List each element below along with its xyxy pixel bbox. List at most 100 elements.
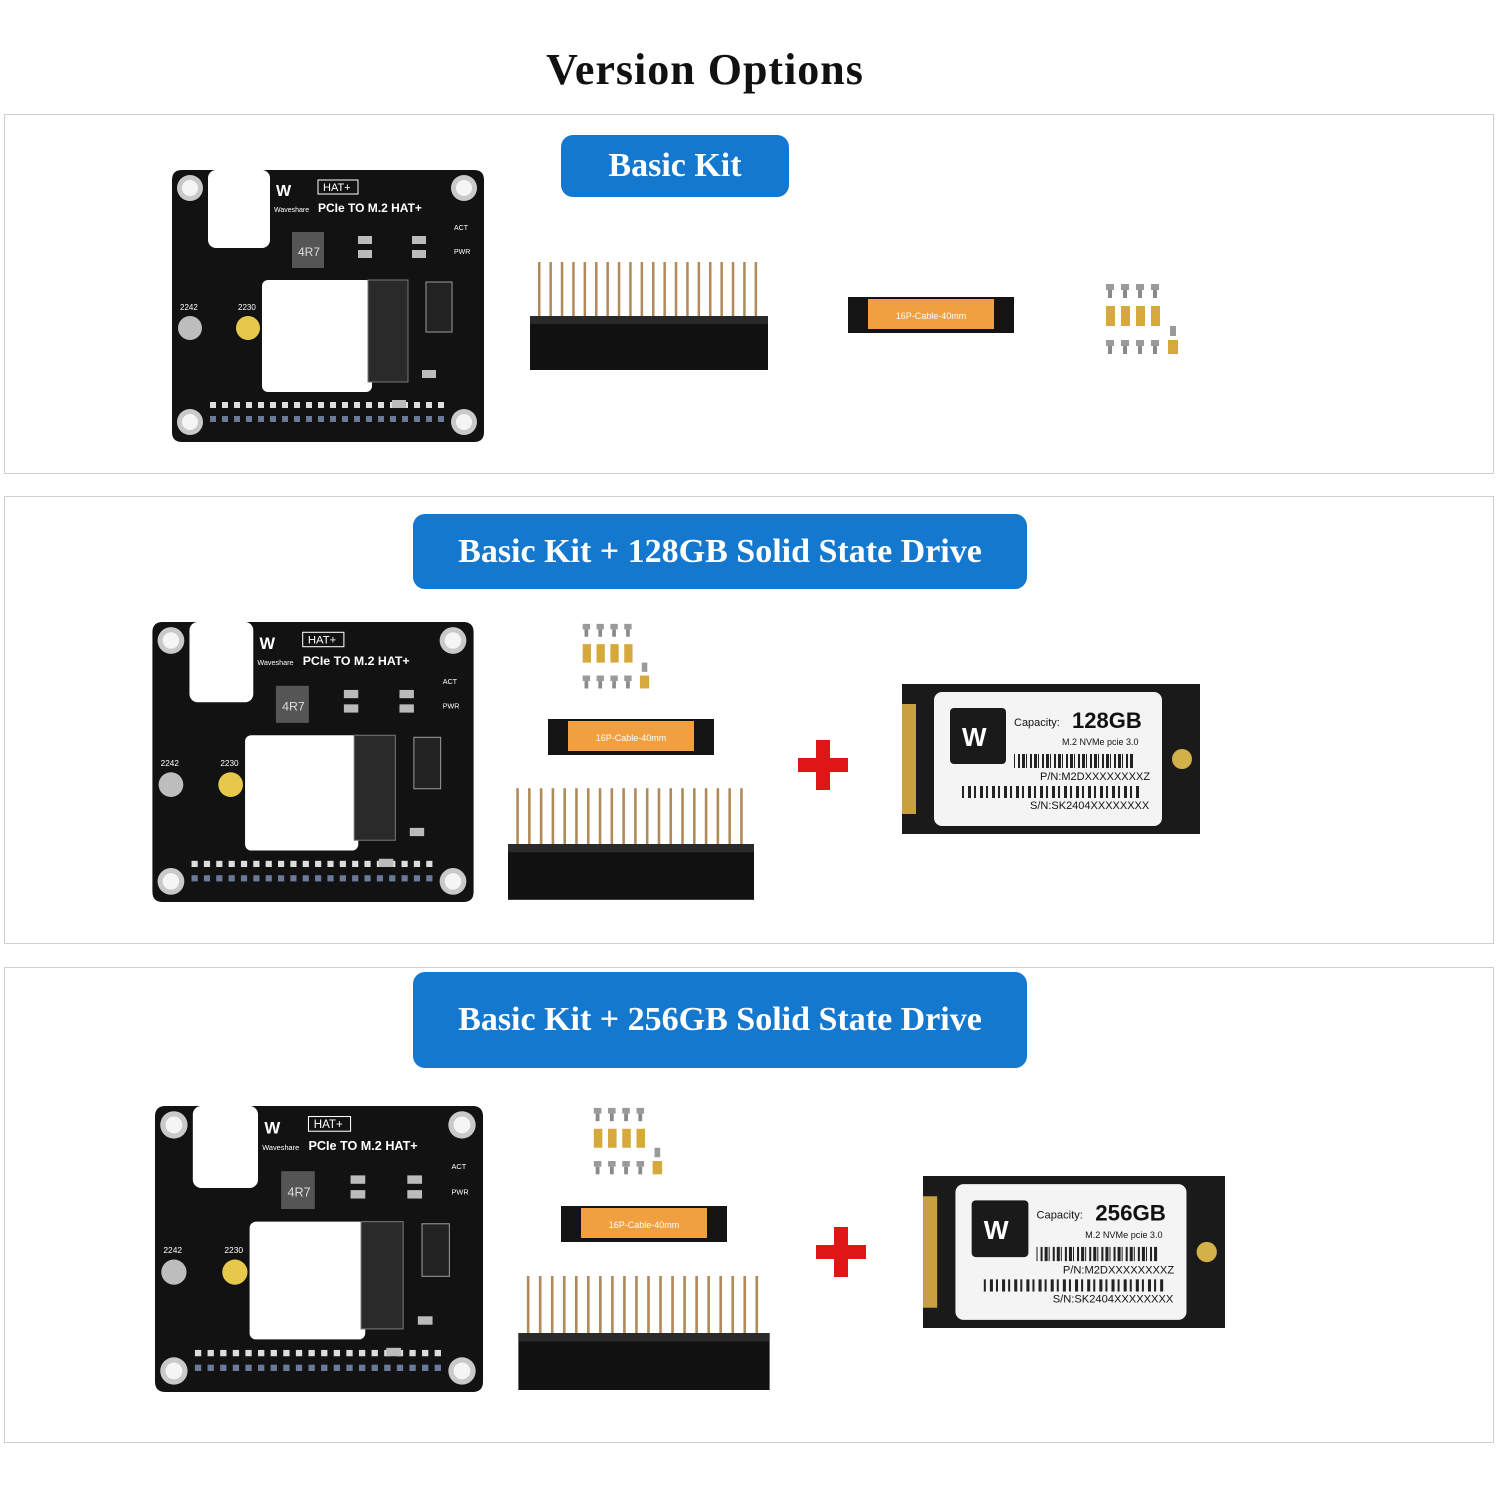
screw-standoff-pack [582, 623, 650, 689]
smd-component [407, 1190, 423, 1199]
inductor-text: 4R7 [282, 700, 305, 714]
screw [624, 623, 632, 630]
barcode-bar [1117, 1279, 1120, 1292]
gpio-pin [222, 402, 228, 408]
ssd-capacity: 256GB [1095, 1201, 1166, 1226]
barcode-bar [983, 1279, 986, 1292]
barcode-bar [1044, 1279, 1047, 1292]
barcode-bar [1036, 1246, 1038, 1262]
barcode-bar [1093, 1246, 1097, 1262]
gpio-pin [409, 1364, 416, 1371]
gpio-pin [358, 1364, 366, 1371]
fpc-cable: 16P-Cable-40mm [561, 1206, 727, 1242]
m2-slot [367, 279, 409, 383]
barcode-bar [1141, 1246, 1145, 1262]
header-body [530, 316, 768, 370]
barcode-bar [1056, 1279, 1059, 1292]
barcode-bar [1022, 754, 1025, 768]
screw [608, 1107, 616, 1114]
screw [641, 662, 648, 672]
barcode-bar [1089, 1246, 1092, 1262]
gpio-pin [354, 402, 360, 408]
hat-logo-mark: W [276, 183, 292, 200]
barcode-bar [1004, 786, 1007, 798]
barcode-bar [1052, 1246, 1055, 1262]
gpio-pin [258, 1349, 265, 1357]
plus-bar-v [816, 740, 830, 790]
gpio-pin [318, 402, 324, 408]
brass-standoff [596, 644, 605, 663]
size-label-2242: 2242 [180, 303, 198, 312]
header-pin [583, 262, 587, 318]
header-pin [640, 262, 644, 318]
barcode-bar [1038, 754, 1039, 768]
screw [636, 1161, 645, 1167]
barcode-bar [1141, 1279, 1144, 1292]
m2-slot [353, 734, 396, 841]
header-pin [681, 788, 684, 847]
ssd-gold-fingers [902, 704, 916, 814]
hat-badge [317, 179, 359, 195]
screw [608, 1161, 616, 1167]
barcode-bar [1088, 786, 1091, 798]
screw [1170, 326, 1176, 336]
smd-component [343, 704, 359, 713]
gpio-pin [333, 1364, 341, 1371]
led-label-act: ACT [454, 225, 469, 232]
hat-logo-mark: W [264, 1118, 280, 1137]
screw [582, 623, 591, 630]
brass-standoff [582, 644, 591, 663]
barcode-bar [1008, 1279, 1011, 1292]
size-label-2242: 2242 [163, 1245, 182, 1255]
gpio-pin [253, 875, 260, 882]
screw [624, 675, 632, 682]
header-pin [610, 788, 614, 847]
barcode-bar [1052, 786, 1055, 798]
cable-label: 16P-Cable-40mm [896, 311, 967, 321]
barcode-bar [1060, 1246, 1062, 1262]
barcode-bar [1150, 1246, 1153, 1262]
gpio-pin [384, 1364, 391, 1371]
gpio-pin [358, 1349, 366, 1357]
barcode-bar [1034, 754, 1037, 768]
brass-standoff [622, 1128, 631, 1148]
gpio-pin [270, 1364, 277, 1371]
header-pin [740, 788, 743, 847]
barcode-bar [1109, 1246, 1111, 1262]
gpio-pin [413, 875, 421, 882]
gpio-pin [422, 1349, 429, 1357]
barcode-bar [1046, 754, 1049, 768]
gpio-pin [308, 1364, 315, 1371]
gpio-pin [315, 875, 322, 882]
smd-component [392, 400, 406, 408]
barcode-bar [1129, 1279, 1132, 1292]
gpio-pin [366, 402, 372, 408]
header-pin [731, 1276, 735, 1336]
hat-logo-mark: W [259, 635, 275, 653]
led-label-act: ACT [443, 677, 458, 686]
ssd-serial-number: S/N:SK2404XXXXXXXX [1053, 1294, 1174, 1306]
screw-2242 [178, 316, 202, 340]
gpio-pin [371, 1349, 378, 1357]
barcode-bar [1100, 786, 1103, 798]
option-banner-256gb: Basic Kit + 256GB Solid State Drive [413, 972, 1027, 1068]
led-label-act: ACT [451, 1162, 466, 1171]
barcode-bar [1102, 754, 1104, 768]
barcode-bar [968, 786, 971, 798]
barcode-bar [1022, 786, 1024, 798]
barcode-bar [1094, 786, 1096, 798]
gpio-pin [228, 875, 235, 882]
barcode-bar [1078, 754, 1080, 768]
barcode-bar [1099, 1279, 1103, 1292]
barcode-bar [1097, 1246, 1099, 1262]
screw [593, 1107, 602, 1114]
header-pin [743, 1276, 747, 1336]
gpio-pin [270, 416, 276, 422]
barcode-bar [1145, 1246, 1147, 1262]
header-pin [562, 1276, 566, 1336]
header-pin [720, 262, 723, 318]
gpio-pin [234, 416, 240, 422]
barcode-bar [1133, 1246, 1135, 1262]
header-pin [526, 1276, 530, 1336]
inductor-text: 4R7 [298, 245, 320, 259]
